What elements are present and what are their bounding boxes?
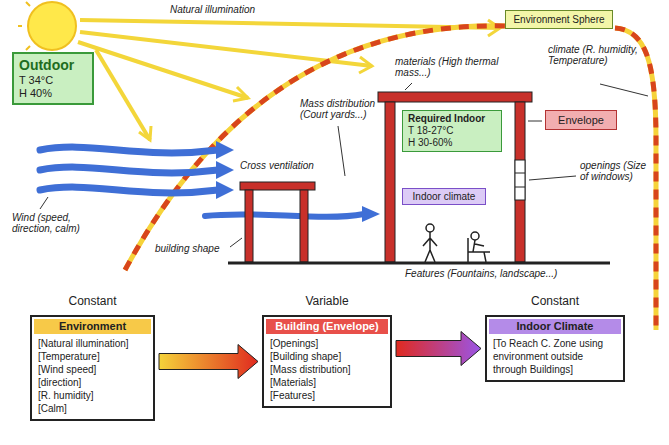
column [300, 190, 308, 262]
light-ray [80, 20, 500, 28]
node-text: Building (Envelope) [266, 319, 388, 334]
node-heading: Environment Sphere [510, 14, 608, 25]
node-text: [Calm] [38, 402, 147, 415]
node-heading: Required Indoor [408, 113, 496, 125]
leader-line [40, 197, 48, 209]
block-arrow [159, 345, 258, 379]
leader-line [600, 84, 648, 96]
block-arrow-shape [159, 345, 258, 379]
node-text: [R. humidity] [38, 389, 147, 402]
seated-person [468, 238, 490, 262]
wind-head [216, 181, 234, 199]
annotation-label: openings (Size of windows) [580, 160, 648, 182]
window-opening [515, 160, 525, 200]
light-ray [78, 42, 248, 98]
node-text: Environment [34, 319, 151, 334]
roof [378, 92, 532, 102]
window-lines [515, 173, 525, 187]
sun-rays [18, 0, 52, 50]
wind-arrow [40, 147, 218, 153]
node-text: H 30-60% [408, 137, 496, 149]
sun [28, 2, 76, 50]
indoor-climate-box: ConstantIndoor Climate[To Reach C. Zone … [485, 315, 625, 382]
node-text: [Features] [270, 389, 384, 402]
standing-person [423, 232, 437, 262]
node-text: [direction] [38, 376, 147, 389]
envelope-box: Envelope [545, 110, 617, 130]
ray-head [359, 57, 372, 73]
environment-arc [125, 26, 505, 270]
wind-head [216, 141, 234, 159]
node-text: T 34°C [19, 74, 87, 87]
building-box: VariableBuilding (Envelope)[Openings][Bu… [262, 315, 392, 408]
indoor-climate-tag: Indoor climate [402, 188, 486, 205]
node-text: [To Reach C. Zone using environment outs… [493, 337, 617, 376]
column [515, 102, 525, 262]
annotation-label: Natural illumination [170, 4, 300, 15]
ground-line [228, 262, 610, 265]
annotation-label: Mass distribution (Court yards...) [300, 98, 376, 120]
node-text: [Temperature] [38, 350, 147, 363]
wind-arrow [40, 187, 218, 193]
wind-arrow [40, 167, 218, 173]
leader-line [528, 121, 542, 122]
roof [240, 182, 315, 190]
node-heading: Envelope [550, 114, 612, 126]
node-heading: Constant [32, 295, 153, 308]
annotation-label: climate (R. humidity, Temperature) [548, 44, 642, 66]
node-heading: Indoor climate [407, 191, 481, 202]
node-text: [Natural illumination] [38, 337, 147, 350]
ray-head [139, 126, 151, 140]
node-text: [Openings] [270, 337, 384, 350]
person-head [471, 232, 479, 240]
outdoor-box: OutdoorT 34°CH 40% [12, 52, 94, 105]
environment-box: ConstantEnvironment[Natural illumination… [30, 315, 155, 421]
node-text: [Building shape] [270, 350, 384, 363]
node-heading: Variable [264, 295, 390, 308]
column [245, 190, 253, 262]
node-text: [Materials] [270, 376, 384, 389]
node-heading: Outdoor [19, 57, 87, 74]
ray-head [233, 87, 248, 101]
environment-sphere-box: Environment Sphere [505, 10, 613, 29]
annotation-label: Wind (speed, direction, calm) [12, 212, 90, 234]
node-text: T 18-27°C [408, 125, 496, 137]
node-heading: Constant [487, 295, 623, 308]
cross-ventilation-arrow [205, 214, 364, 217]
node-text: Indoor Climate [489, 319, 621, 334]
annotation-label: Cross ventilation [240, 160, 340, 171]
leader-line [529, 176, 576, 180]
column [385, 102, 395, 262]
wind-head [362, 206, 380, 222]
required-indoor-box: Required IndoorT 18-27°CH 30-60% [402, 110, 502, 152]
annotation-label: Features (Fountains, landscape...) [405, 268, 585, 279]
leader-line [338, 126, 345, 176]
annotation-label: building shape [155, 243, 229, 254]
leader-line [405, 83, 412, 90]
light-ray [96, 50, 150, 140]
wind-head [216, 161, 234, 179]
node-text: [Mass distribution] [270, 363, 384, 376]
node-text: H 40% [19, 87, 87, 100]
block-arrow [396, 332, 481, 366]
block-arrow-shape [396, 332, 481, 366]
person-head [426, 224, 434, 232]
annotation-label: materials (High thermal mass...) [395, 56, 503, 78]
leader-line [230, 238, 242, 247]
node-text: [Wind speed] [38, 363, 147, 376]
environment-arc-dash [125, 26, 505, 270]
